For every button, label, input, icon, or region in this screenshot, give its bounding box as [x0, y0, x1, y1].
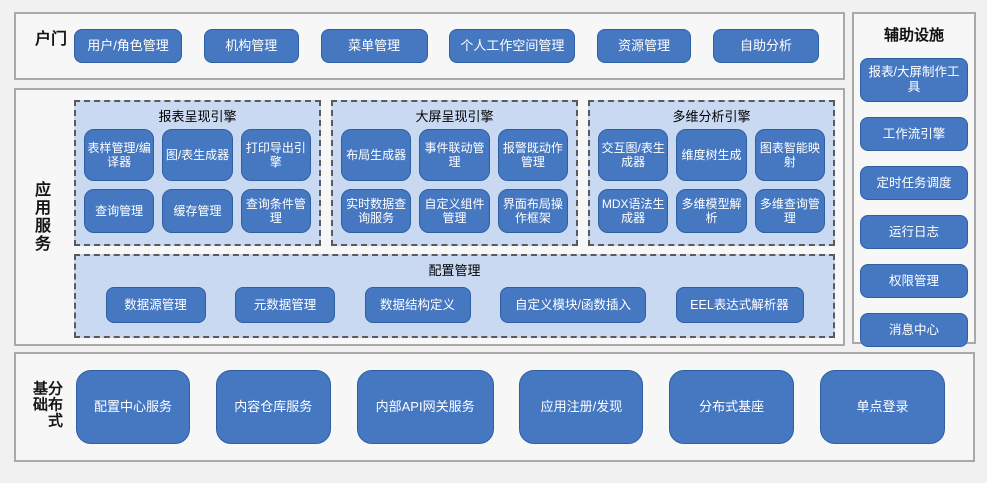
- aux-button-report-tool[interactable]: 报表/大屏制作工具: [860, 58, 968, 102]
- engine0-button-1[interactable]: 图/表生成器: [162, 129, 233, 181]
- foundation-button-content-repo[interactable]: 内容仓库服务: [215, 370, 331, 444]
- auxiliary-title: 辅助设施: [883, 27, 944, 44]
- aux-button-messages[interactable]: 消息中心: [860, 313, 968, 347]
- portal-label: 门户: [32, 30, 65, 48]
- config-button-row: 数据源管理 元数据管理 数据结构定义 自定义模块/函数插入 EEL表达式解析器: [76, 287, 833, 323]
- app-services-label: 应用服务: [32, 181, 49, 253]
- app-services-section: 应用服务 报表呈现引擎 表样管理/编译器 图/表生成器 打印导出引擎 查询管理 …: [14, 88, 845, 346]
- engine2-button-0[interactable]: 交互图/表生成器: [598, 129, 669, 181]
- config-panel: 配置管理 数据源管理 元数据管理 数据结构定义 自定义模块/函数插入 EEL表达…: [74, 254, 835, 338]
- engine0-button-4[interactable]: 缓存管理: [162, 189, 233, 233]
- portal-section: 门户 用户/角色管理 机构管理 菜单管理 个人工作空间管理 资源管理 自助分析: [14, 12, 845, 80]
- portal-button-org[interactable]: 机构管理: [203, 29, 299, 63]
- engine0-button-5[interactable]: 查询条件管理: [240, 189, 311, 233]
- engine0-button-3[interactable]: 查询管理: [84, 189, 155, 233]
- portal-button-workspace[interactable]: 个人工作空间管理: [449, 29, 576, 63]
- engine1-button-4[interactable]: 自定义组件管理: [419, 189, 490, 233]
- portal-button-row: 用户/角色管理 机构管理 菜单管理 个人工作空间管理 资源管理 自助分析: [74, 29, 819, 63]
- engine-panel-bigscreen: 大屏呈现引擎 布局生成器 事件联动管理 报警既动作管理 实时数据查询服务 自定义…: [331, 100, 578, 246]
- engine-panel-report: 报表呈现引擎 表样管理/编译器 图/表生成器 打印导出引擎 查询管理 缓存管理 …: [74, 100, 321, 246]
- portal-button-resource[interactable]: 资源管理: [597, 29, 692, 63]
- foundation-button-api-gateway[interactable]: 内部API网关服务: [356, 370, 494, 444]
- engine-title-report: 报表呈现引擎: [158, 109, 237, 124]
- engine2-button-5[interactable]: 多维查询管理: [754, 189, 825, 233]
- auxiliary-section: 辅助设施 报表/大屏制作工具 工作流引擎 定时任务调度 运行日志 权限管理 消息…: [852, 12, 976, 347]
- foundation-button-row: 配置中心服务 内容仓库服务 内部API网关服务 应用注册/发现 分布式基座 单点…: [76, 370, 945, 444]
- aux-button-logs[interactable]: 运行日志: [860, 215, 968, 249]
- config-button-metadata[interactable]: 元数据管理: [235, 287, 335, 323]
- config-button-datasource[interactable]: 数据源管理: [105, 287, 206, 323]
- engine-title-olap: 多维分析引擎: [672, 109, 751, 124]
- portal-button-menu[interactable]: 菜单管理: [320, 29, 428, 63]
- config-button-eel[interactable]: EEL表达式解析器: [675, 287, 804, 323]
- aux-button-workflow[interactable]: 工作流引擎: [860, 117, 968, 151]
- config-button-custom-module[interactable]: 自定义模块/函数插入: [500, 287, 646, 323]
- foundation-button-app-registry[interactable]: 应用注册/发现: [519, 370, 644, 444]
- engine1-button-5[interactable]: 界面布局操作框架: [497, 189, 568, 233]
- config-title: 配置管理: [428, 263, 481, 278]
- foundation-label: 分布式基础: [31, 380, 63, 429]
- engine-panel-olap: 多维分析引擎 交互图/表生成器 维度树生成 图表智能映射 MDX语法生成器 多维…: [588, 100, 835, 246]
- engine2-button-3[interactable]: MDX语法生成器: [598, 189, 669, 233]
- engine0-button-0[interactable]: 表样管理/编译器: [84, 129, 155, 181]
- engine2-button-2[interactable]: 图表智能映射: [754, 129, 825, 181]
- engine-title-bigscreen: 大屏呈现引擎: [415, 109, 494, 124]
- engine1-button-3[interactable]: 实时数据查询服务: [341, 189, 412, 233]
- portal-button-user-role[interactable]: 用户/角色管理: [74, 29, 182, 63]
- foundation-button-sso[interactable]: 单点登录: [819, 370, 945, 444]
- engine-panels: 报表呈现引擎 表样管理/编译器 图/表生成器 打印导出引擎 查询管理 缓存管理 …: [74, 100, 835, 246]
- config-button-structure[interactable]: 数据结构定义: [364, 287, 471, 323]
- engine2-button-1[interactable]: 维度树生成: [676, 129, 747, 181]
- foundation-section: 分布式基础 配置中心服务 内容仓库服务 内部API网关服务 应用注册/发现 分布…: [14, 352, 975, 462]
- engine1-button-1[interactable]: 事件联动管理: [419, 129, 490, 181]
- aux-button-permissions[interactable]: 权限管理: [860, 264, 968, 298]
- engine1-button-0[interactable]: 布局生成器: [341, 129, 412, 181]
- engine2-button-4[interactable]: 多维模型解析: [676, 189, 747, 233]
- aux-button-scheduler[interactable]: 定时任务调度: [860, 166, 968, 200]
- auxiliary-button-column: 报表/大屏制作工具 工作流引擎 定时任务调度 运行日志 权限管理 消息中心: [854, 58, 974, 347]
- foundation-button-distributed-base[interactable]: 分布式基座: [669, 370, 795, 444]
- engine0-button-2[interactable]: 打印导出引擎: [240, 129, 311, 181]
- foundation-button-config-center[interactable]: 配置中心服务: [76, 370, 190, 444]
- engine1-button-2[interactable]: 报警既动作管理: [497, 129, 568, 181]
- portal-button-selfservice[interactable]: 自助分析: [712, 29, 819, 63]
